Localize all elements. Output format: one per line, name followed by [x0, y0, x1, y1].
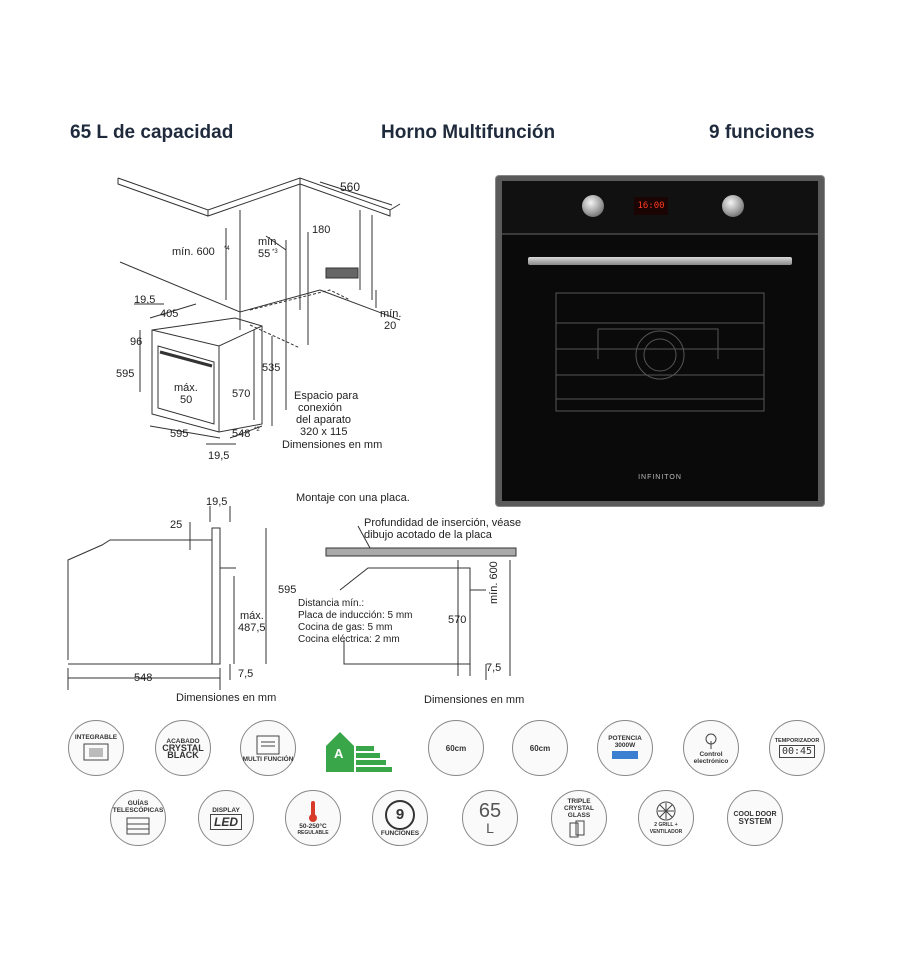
install-dist-3: Cocina de gas: 5 mm — [298, 622, 393, 633]
led-display-icon: DISPLAY LED — [198, 790, 254, 846]
side-units: Dimensiones en mm — [176, 692, 277, 704]
grill-fan-icon: 2 GRILL + VENTILADOR — [638, 790, 694, 846]
right-knob-icon — [722, 195, 744, 217]
install-units: Dimensiones en mm — [424, 694, 525, 706]
space-units: Dimensiones en mm — [282, 439, 383, 451]
multifuncion-icon: MULTI FUNCIÓN — [240, 720, 296, 776]
dim-570: 570 — [232, 388, 251, 400]
triple-glass-icon: TRIPLE CRYSTAL GLASS — [551, 790, 607, 846]
product-heading: Horno Multifunción — [381, 122, 556, 143]
dim-55: 55 — [258, 248, 271, 260]
power-icon: POTENCIA 3000W — [597, 720, 653, 776]
side-dim-7-5: 7,5 — [238, 668, 254, 680]
telescopic-guides-icon: GUÍAS TELESCÓPICAS — [110, 790, 166, 846]
dim-min-600-note: *4 — [224, 246, 230, 252]
install-depth-2: dibujo acotado de la placa — [364, 529, 492, 541]
space-line-4: 320 x 115 — [300, 426, 348, 438]
install-dist-2: Placa de inducción: 5 mm — [298, 610, 413, 621]
temperature-icon: 50-250°C REGULABLE — [285, 790, 341, 846]
dim-405: 405 — [160, 308, 179, 320]
oven-interior-icon — [555, 292, 765, 412]
install-dim-570: 570 — [448, 614, 467, 626]
energy-class-icon: A — [322, 716, 396, 780]
dim-min-55-label: mín. — [258, 236, 280, 248]
space-line-2: conexión — [298, 402, 343, 414]
capacity-heading: 65 L de capacidad — [70, 122, 234, 143]
dim-19-5: 19,5 — [134, 294, 156, 306]
install-dist-4: Cocina eléctrica: 2 mm — [298, 634, 400, 645]
width-60cm-icon: 60cm — [512, 720, 568, 776]
timer-icon: TEMPORIZADOR 00:45 — [769, 720, 825, 776]
space-line-1: Espacio para — [294, 390, 359, 402]
capacity-icon: 65 L — [462, 790, 518, 846]
left-knob-icon — [582, 195, 604, 217]
dim-min-600: mín. 600 — [172, 246, 215, 258]
side-dim-19-5: 19,5 — [206, 496, 228, 508]
oven-display: 16:00 — [634, 197, 668, 215]
dim-20: 20 — [384, 320, 397, 332]
install-depth-1: Profundidad de inserción, véase — [364, 517, 522, 529]
side-dim-595: 595 — [278, 584, 297, 596]
dim-max-label: máx. — [174, 382, 198, 394]
cool-door-icon: COOL DOOR SYSTEM — [727, 790, 783, 846]
dim-548: 548 — [232, 428, 251, 440]
install-dist-1: Distancia mín.: — [298, 598, 365, 609]
dim-595-left: 595 — [116, 368, 135, 380]
install-dim-min-600: mín. 600 — [488, 561, 500, 604]
functions-heading: 9 funciones — [709, 122, 815, 143]
dim-595-bottom: 595 — [170, 428, 189, 440]
dim-max-50: 50 — [180, 394, 193, 406]
dim-96: 96 — [130, 336, 143, 348]
dim-560: 560 — [340, 180, 361, 194]
install-dim-7-5: 7,5 — [486, 662, 502, 674]
nine-functions-icon: 9 FUNCIONES — [372, 790, 428, 846]
side-dim-25: 25 — [170, 519, 183, 531]
oven-photo: 16:00 INFINITON — [496, 176, 824, 506]
side-dim-487-5: 487,5 — [238, 622, 266, 634]
side-dim-max-label: máx. — [240, 610, 264, 622]
dim-min-20-label: mín. — [380, 308, 402, 320]
electronic-control-icon: Control electrónico — [683, 720, 739, 776]
dim-535: 535 — [262, 362, 281, 374]
dim-19-5-bottom: 19,5 — [208, 450, 230, 462]
integrable-icon: INTEGRABLE — [68, 720, 124, 776]
dim-180: 180 — [312, 224, 331, 236]
crystal-black-icon: ACABADO CRYSTAL BLACK — [155, 720, 211, 776]
space-line-3: del aparato — [296, 414, 352, 426]
oven-brand: INFINITON — [638, 474, 682, 481]
dim-55-note: *3 — [272, 249, 278, 255]
dim-548-note: *2 — [254, 427, 260, 433]
install-title: Montaje con una placa. — [296, 492, 410, 504]
height-60cm-icon: 60cm — [428, 720, 484, 776]
side-dim-548: 548 — [134, 672, 153, 684]
oven-handle — [528, 257, 792, 265]
